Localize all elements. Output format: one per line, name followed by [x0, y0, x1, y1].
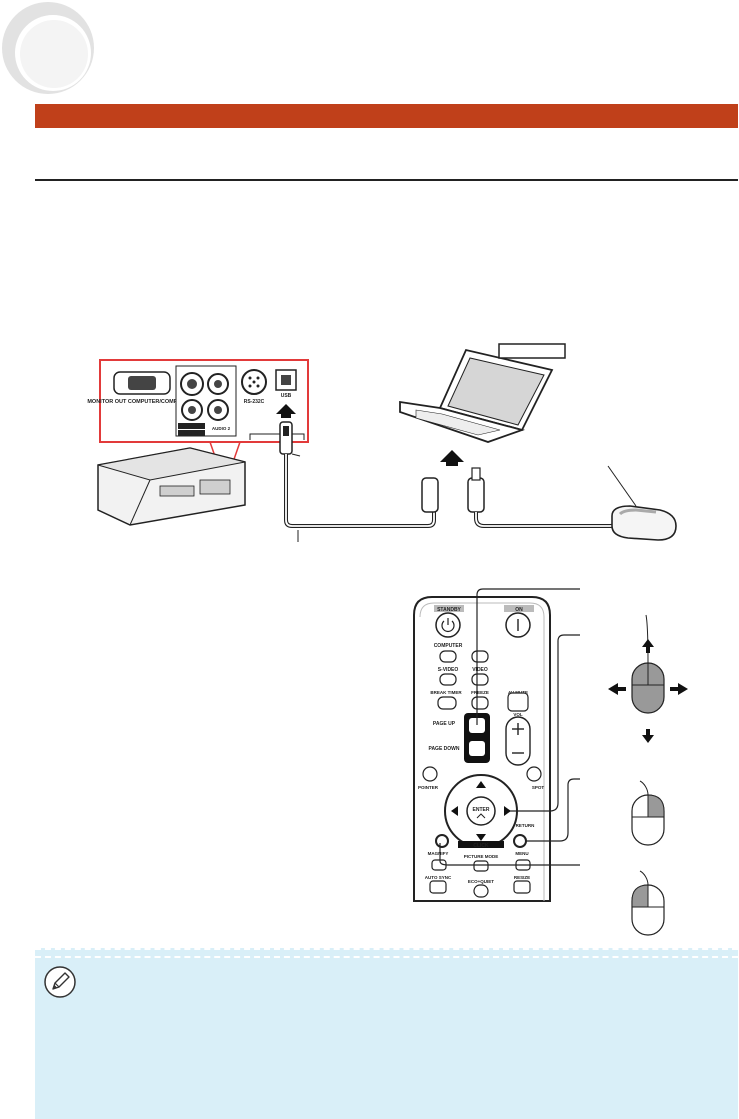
remote-freeze-label: FREEZE	[471, 690, 489, 695]
remote-eco-quiet-label: ECO+QUIET	[468, 879, 494, 884]
remote-standby-label: STANDBY	[437, 607, 461, 613]
wireless-receiver	[611, 505, 677, 541]
left-click-button[interactable]	[435, 834, 449, 848]
monitor-out-label: MONITOR OUT COMPUTER/COMPONENT	[87, 399, 197, 405]
remote-video-label: VIDEO	[472, 667, 488, 673]
remote-page-up-label: PAGE UP	[433, 721, 456, 727]
video-port-label: VIDEO	[184, 431, 199, 436]
remote-picture-mode-label: PICTURE MODE	[464, 854, 499, 859]
callout-lines	[439, 588, 580, 866]
usb-label: USB	[281, 393, 292, 399]
remote-menu-label: MENU	[515, 851, 528, 856]
corner-tab	[2, 2, 94, 94]
mouse-left-click-icon	[631, 870, 665, 936]
mouse-right-click-icon	[631, 780, 665, 846]
remote-pointer-label: POINTER	[418, 785, 439, 790]
computer-label-box	[498, 343, 566, 359]
remote-resize-label: RESIZE	[514, 875, 530, 880]
remote-spot-label: SPOT	[532, 785, 545, 790]
audio-port-label: AUDIO 2	[212, 426, 231, 431]
remote-on-label: ON	[515, 607, 523, 613]
rs232c-label: RS-232C	[244, 399, 265, 405]
projector-illustration	[97, 447, 246, 526]
section-title-bar	[35, 104, 738, 128]
connection-diagram: MONITOR OUT COMPUTER/COMPONENT S-VIDEO V…	[87, 343, 677, 542]
pencil-note-icon	[44, 966, 76, 998]
remote-return-label: RETURN	[516, 823, 535, 828]
remote-enter-label: ENTER	[473, 807, 490, 813]
remote-s-video-label: S-VIDEO	[438, 667, 459, 673]
remote-break-timer-label: BREAK TIMER	[430, 690, 462, 695]
note-panel	[35, 948, 738, 1119]
remote-page-down-label: PAGE DOWN	[428, 746, 459, 752]
usb-cable	[279, 421, 436, 542]
remote-click-label: CLICK	[473, 843, 489, 849]
laptop-illustration	[399, 348, 554, 443]
enter-button[interactable]	[466, 796, 496, 826]
rear-panel-callout: MONITOR OUT COMPUTER/COMPONENT S-VIDEO V…	[87, 359, 309, 443]
right-click-button[interactable]	[513, 834, 527, 848]
remote-control-diagram: STANDBY ON COMPUTER S-VIDEO VIDEO BREAK …	[413, 588, 688, 936]
section-divider	[35, 179, 738, 181]
remote-computer-label: COMPUTER	[434, 643, 463, 649]
remote-vol-label: VOL	[513, 712, 523, 717]
remote-auto-sync-label: AUTO SYNC	[425, 875, 452, 880]
mouse-move-icon	[608, 614, 688, 743]
s-video-port-label: S-VIDEO	[182, 424, 201, 429]
remote-magnify-label: MAGNIFY	[428, 851, 449, 856]
